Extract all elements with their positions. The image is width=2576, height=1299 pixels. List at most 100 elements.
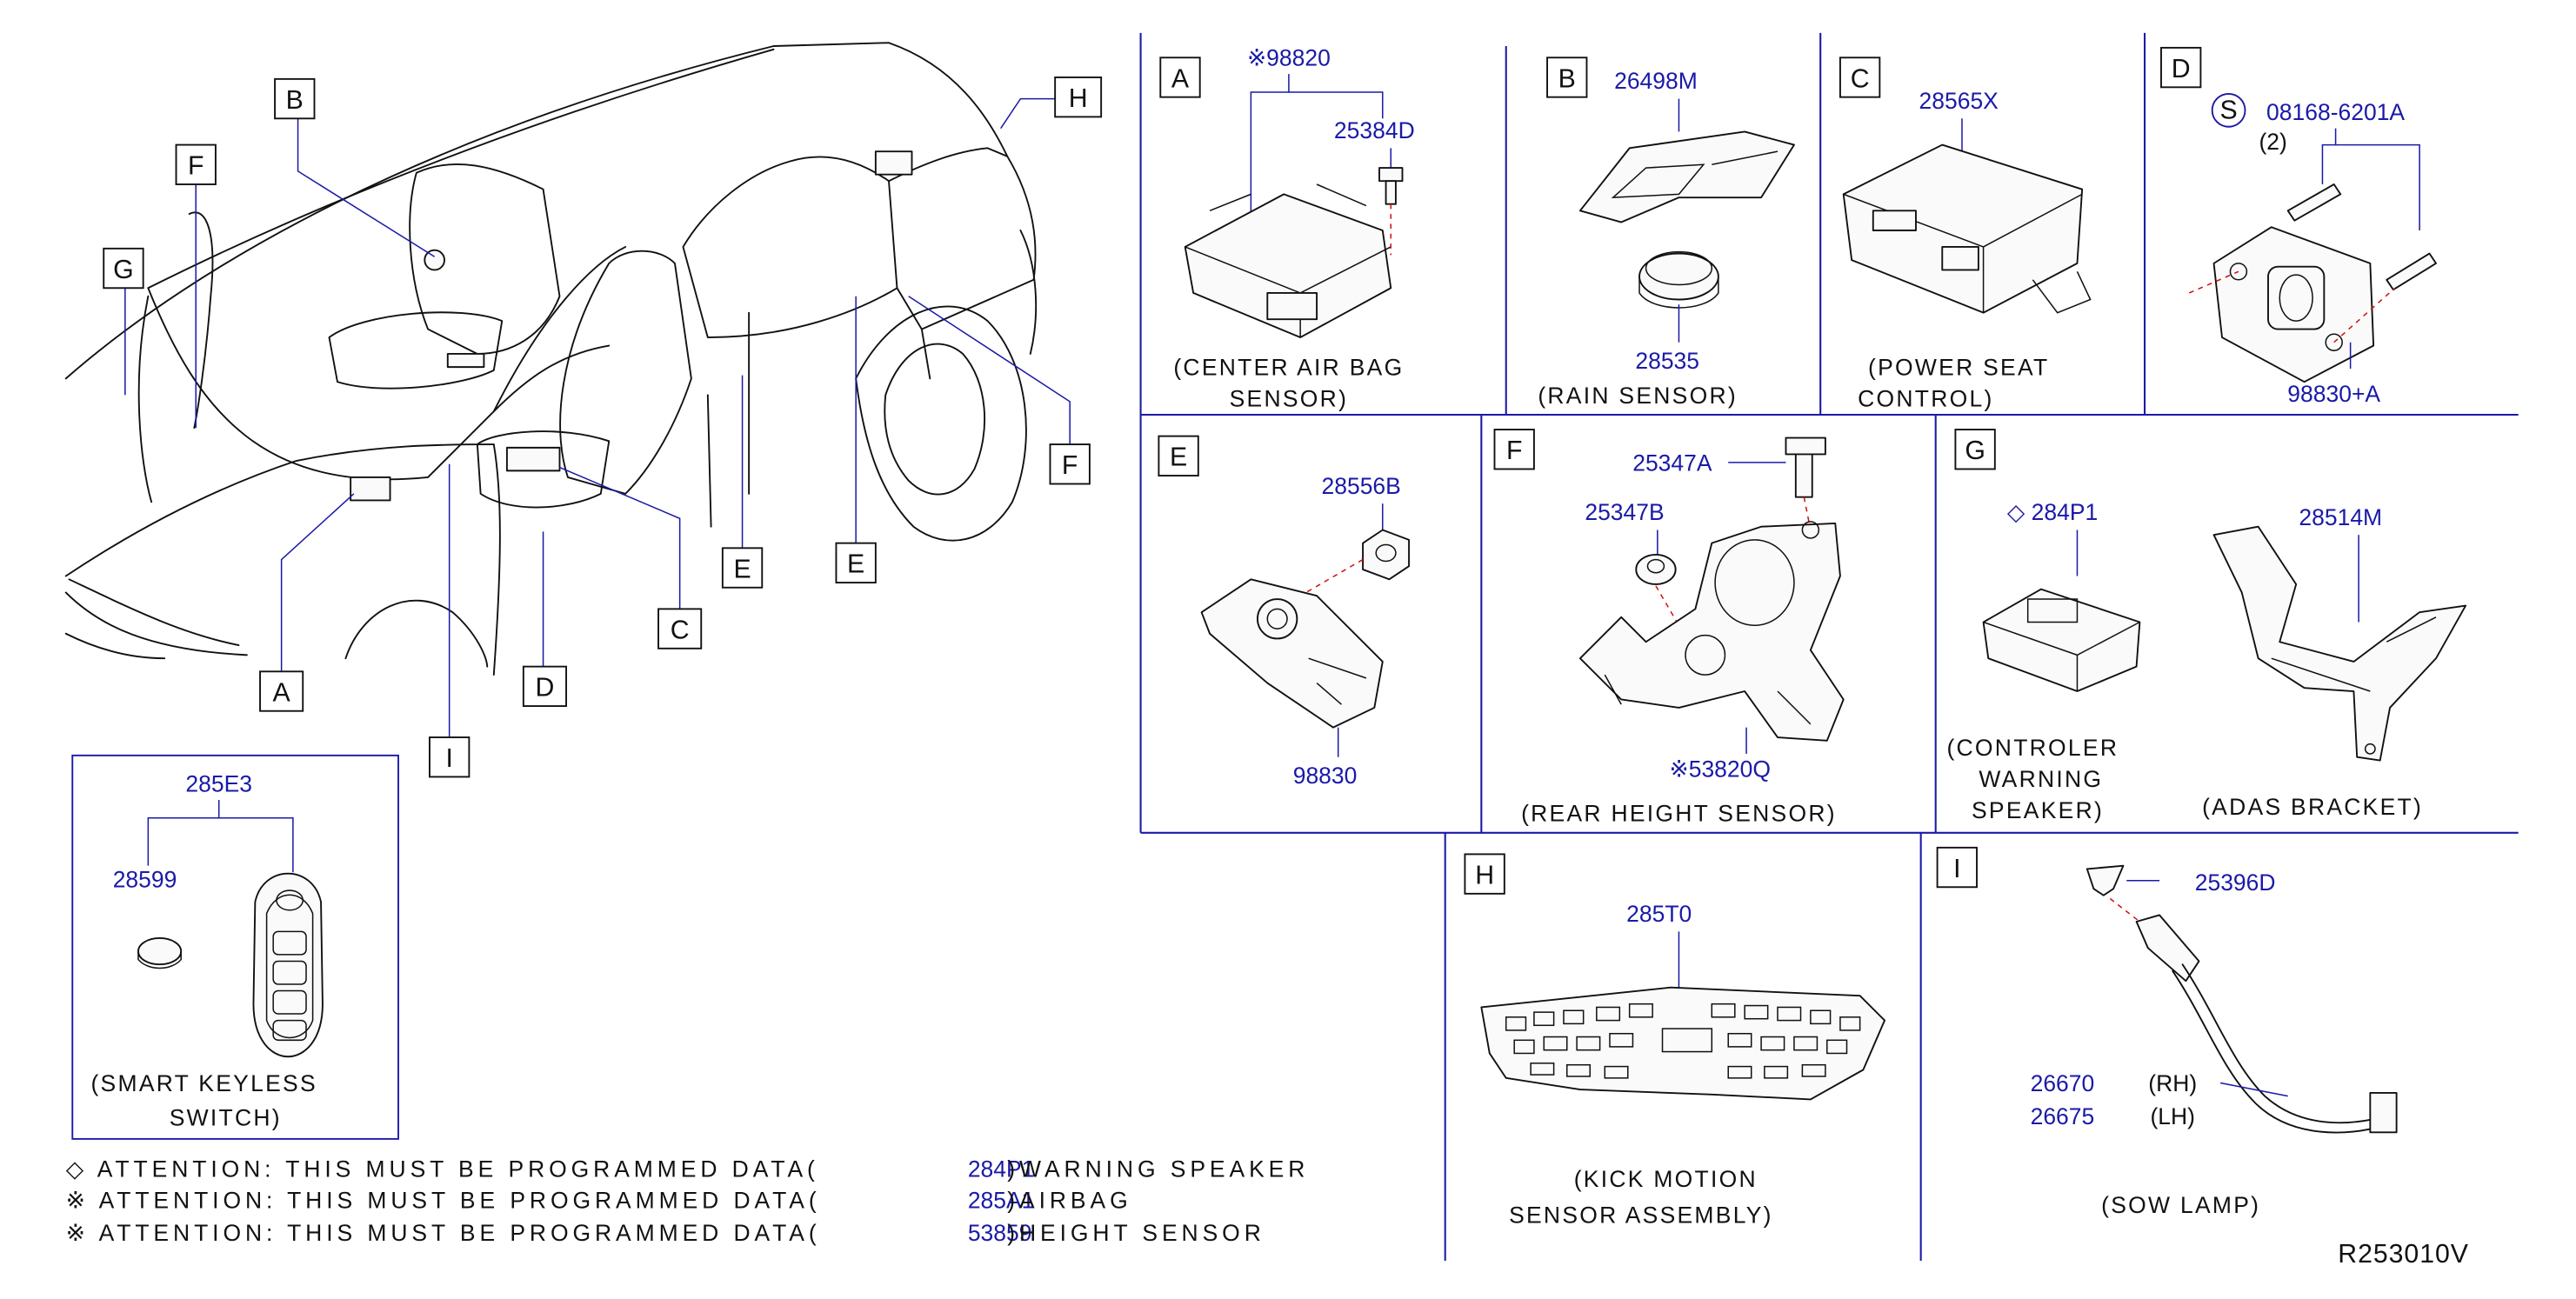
callout-e-label: E — [733, 555, 751, 583]
attention-note-desc: )HEIGHT SENSOR — [1007, 1220, 1265, 1246]
part-number-26498m: 26498M — [1614, 68, 1698, 94]
attention-note-airbag: ※ ATTENTION: THIS MUST BE PROGRAMMED DAT… — [66, 1187, 1131, 1213]
attention-notes: ◇ ATTENTION: THIS MUST BE PROGRAMMED DAT… — [66, 1156, 1309, 1246]
sow-lamp-icon — [2135, 914, 2398, 1134]
rear-height-sensor-icon — [1578, 521, 1845, 742]
part-number-25347b: 25347B — [1585, 499, 1664, 525]
panel-g: G ◇ 284P1 (CONTROLER WARNING SPEAKER) 28… — [1946, 429, 2467, 823]
panel-b-letter: B — [1558, 64, 1576, 93]
warning-speaker-icon — [1982, 588, 2141, 692]
coin-battery-icon — [137, 937, 183, 969]
callout-a-label: A — [273, 678, 291, 707]
callout-g: G — [103, 247, 144, 290]
panel-d-bolt-symbol: S — [2219, 96, 2237, 124]
panel-c: C 28565X (POWER SEAT CONTROL) — [1839, 57, 2092, 412]
vehicle-overview — [64, 42, 1038, 676]
bolt-icon — [1785, 436, 1826, 498]
panel-f-letter: F — [1506, 436, 1522, 465]
callout-c: C — [657, 608, 703, 650]
part-number-28565x: 28565X — [1919, 88, 1999, 114]
part-number-98830a: 98830+A — [2287, 381, 2380, 407]
panel-g-caption-adas: (ADAS BRACKET) — [2202, 794, 2423, 820]
bolt-icon — [2286, 183, 2437, 291]
panel-d-quantity: (2) — [2259, 129, 2286, 155]
callout-b: B — [274, 77, 316, 120]
part-number-285e3: 285E3 — [185, 770, 252, 796]
part-number-26670: 26670 — [2031, 1070, 2095, 1096]
callout-i-label: I — [445, 744, 452, 773]
panel-b: B 26498M 28535 (RAIN SENSOR) — [1538, 57, 1795, 409]
panel-h: H 285T0 (KICK MOTION SENSOR ASSEMBLY) — [1464, 853, 1885, 1228]
part-number-25396d: 25396D — [2195, 869, 2276, 896]
attention-note-desc: )AIRBAG — [1007, 1187, 1131, 1213]
side-label-rh: (RH) — [2148, 1070, 2197, 1096]
attention-note-code: 53859 — [968, 1220, 1032, 1246]
callout-e-rear-label: E — [847, 550, 864, 579]
air-bag-sensor-icon — [1184, 183, 1392, 338]
callout-e-rear: E — [835, 542, 877, 584]
panel-b-caption: (RAIN SENSOR) — [1538, 383, 1738, 409]
attention-note-height-sensor: ※ ATTENTION: THIS MUST BE PROGRAMMED DAT… — [66, 1220, 1265, 1246]
panel-i-caption: (SOW LAMP) — [2101, 1192, 2260, 1218]
clip-icon — [2085, 864, 2125, 896]
keyless-panel: 285E3 28599 (SMART KEYLESS SWITCH) — [71, 754, 399, 1140]
callout-d: D — [522, 665, 568, 708]
sensor-bracket-icon — [1578, 130, 1795, 223]
attention-note-text: ※ ATTENTION: THIS MUST BE PROGRAMMED DAT… — [66, 1187, 821, 1213]
panel-h-caption-line1: (KICK MOTION — [1574, 1166, 1758, 1192]
nut-icon — [1362, 529, 1411, 581]
callout-f-rear: F — [1049, 443, 1091, 485]
bolt-icon — [1378, 167, 1404, 205]
panel-g-caption-line3: SPEAKER) — [1972, 797, 2104, 823]
callout-e-front: E — [721, 547, 764, 589]
panel-g-caption-line2: WARNING — [1979, 766, 2103, 792]
attention-note-text: ※ ATTENTION: THIS MUST BE PROGRAMMED DAT… — [66, 1220, 821, 1246]
callout-c-label: C — [671, 616, 690, 644]
height-sensor-d-icon — [2212, 226, 2375, 383]
part-number-53820q: ※53820Q — [1670, 756, 1771, 782]
diagram-id: R253010V — [2338, 1240, 2469, 1269]
part-number-28535: 28535 — [1635, 348, 1699, 374]
part-number-25347a: 25347A — [1632, 450, 1712, 476]
callout-d-label: D — [536, 674, 555, 703]
kick-motion-sensor-icon — [1480, 986, 1885, 1101]
attention-note-text: ◇ ATTENTION: THIS MUST BE PROGRAMMED DAT… — [66, 1156, 819, 1182]
panel-a: A ※98820 25384D (CENTER AIR BAG SENSOR) — [1159, 45, 1415, 412]
panel-i: I 25396D 26670 (RH) 26675 (LH) (SOW LAMP… — [1936, 846, 2398, 1218]
rain-sensor-icon — [1638, 250, 1719, 309]
power-seat-control-icon — [1842, 143, 2092, 314]
panel-frames — [1139, 32, 2519, 1261]
panel-e-letter: E — [1170, 443, 1187, 472]
attention-note-warning-speaker: ◇ ATTENTION: THIS MUST BE PROGRAMMED DAT… — [66, 1156, 1309, 1182]
panel-d: D S 08168-6201A (2) 98830+A — [2160, 46, 2437, 407]
connector-icon — [350, 150, 913, 502]
part-number-285t0: 285T0 — [1626, 901, 1692, 927]
keyless-caption-line2: SWITCH) — [170, 1105, 282, 1131]
overview-leader-lines — [124, 97, 1071, 738]
panel-a-letter: A — [1171, 64, 1190, 93]
panel-c-caption-line2: CONTROL) — [1858, 386, 1993, 412]
attention-note-code: 284P1 — [968, 1156, 1035, 1182]
height-sensor-e-icon — [1200, 578, 1384, 729]
overview-callouts: B F G H F E E A I D C — [103, 77, 1103, 778]
part-number-28599: 28599 — [113, 866, 177, 892]
callout-f-label: F — [188, 152, 204, 181]
callout-b-label: B — [286, 86, 304, 115]
panel-e: E 28556B 98830 — [1158, 435, 1411, 789]
callout-h-label: H — [1069, 84, 1088, 113]
part-number-98830: 98830 — [1293, 763, 1358, 789]
part-number-28514m: 28514M — [2299, 504, 2382, 530]
part-number-25384d: 25384D — [1334, 117, 1415, 143]
callout-f-rear-label: F — [1062, 451, 1078, 480]
panel-h-letter: H — [1475, 861, 1494, 889]
keyless-caption-line1: (SMART KEYLESS — [90, 1070, 317, 1096]
part-number-28556b: 28556B — [1322, 473, 1401, 499]
panel-d-letter: D — [2172, 55, 2191, 83]
callout-h: H — [1054, 77, 1103, 118]
attention-note-desc: )WARNING SPEAKER — [1007, 1156, 1309, 1182]
panel-a-caption-line2: SENSOR) — [1230, 386, 1349, 412]
part-number-284p1: ◇ 284P1 — [2007, 499, 2098, 525]
panel-g-letter: G — [1965, 436, 1985, 465]
